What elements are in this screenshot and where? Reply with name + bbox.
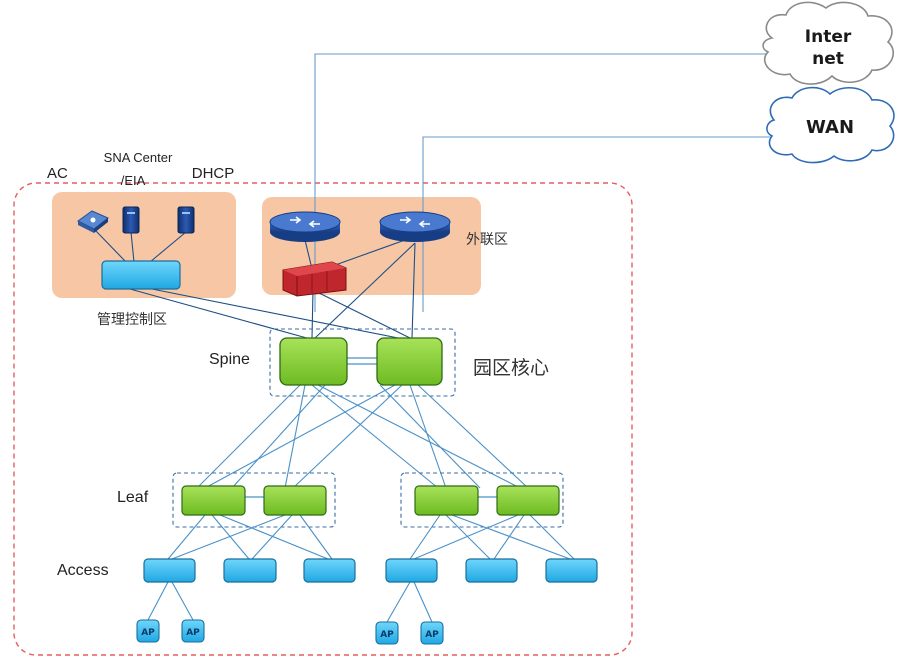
leaf-access-links [167, 514, 575, 560]
leaf-switch-1 [181, 485, 246, 516]
access-switch-3 [303, 558, 356, 583]
sna-server-icon [122, 206, 140, 234]
dhcp-label: DHCP [192, 165, 235, 182]
internet-cloud: Inter net [762, 1, 894, 85]
ap-2: AP [181, 619, 205, 643]
ext-spine-link-2 [312, 289, 411, 339]
access-switch-4 [385, 558, 438, 583]
eia-label: /EIA [121, 173, 146, 188]
spine-label: Spine [209, 351, 250, 368]
ap-4: AP [420, 621, 444, 645]
uplink-wan [422, 136, 787, 312]
mgmt-dhcp-link [149, 231, 187, 263]
ac-label: AC [47, 165, 68, 182]
leaf-switch-2 [263, 485, 327, 516]
wan-cloud: WAN [766, 86, 895, 164]
dhcp-server-icon [177, 206, 195, 234]
campus-boundary [13, 182, 633, 656]
router-internet-icon [269, 211, 341, 242]
external-zone-label: 外联区 [466, 232, 508, 248]
ext-spine-link-1 [311, 289, 314, 339]
ap-1: AP [136, 619, 160, 643]
ac-controller-icon [77, 210, 109, 233]
leaf-label: Leaf [117, 489, 149, 506]
firewall-icon [282, 261, 347, 297]
management-switch [101, 260, 181, 290]
management-zone-label: 管理控制区 [97, 312, 167, 328]
mgmt-spine-link-1 [129, 288, 315, 341]
campus-core-label: 园区核心 [473, 357, 549, 379]
ap-4-label: AP [425, 630, 439, 640]
router-wan-icon [379, 211, 451, 242]
sna-center-label: SNA Center [104, 150, 173, 165]
mgmt-sna-link [130, 231, 135, 263]
ap-3-label: AP [380, 630, 394, 640]
access-switch-2 [223, 558, 277, 583]
spine-switch-2 [376, 337, 443, 386]
internet-label-line1: Inter [805, 27, 852, 47]
access-switch-6 [545, 558, 598, 583]
leaf-switch-4 [496, 485, 560, 516]
spine-switch-1 [279, 337, 348, 386]
access-ap-links [147, 581, 433, 623]
mgmt-ac-link [94, 229, 127, 263]
internet-label-line2: net [812, 49, 844, 69]
spine-leaf-links [196, 384, 529, 489]
wan-label: WAN [806, 117, 854, 138]
ap-3: AP [375, 621, 399, 645]
ap-1-label: AP [141, 628, 155, 638]
mgmt-spine-link-2 [151, 288, 409, 341]
ap-2-label: AP [186, 628, 200, 638]
access-switch-5 [465, 558, 518, 583]
ext-spine-link-3 [314, 242, 416, 339]
ext-spine-link-4 [411, 242, 416, 339]
leaf-switch-3 [414, 485, 479, 516]
spine-group [269, 328, 456, 397]
access-switch-1 [143, 558, 196, 583]
leaf-group-right [400, 472, 564, 528]
access-label: Access [57, 562, 109, 579]
